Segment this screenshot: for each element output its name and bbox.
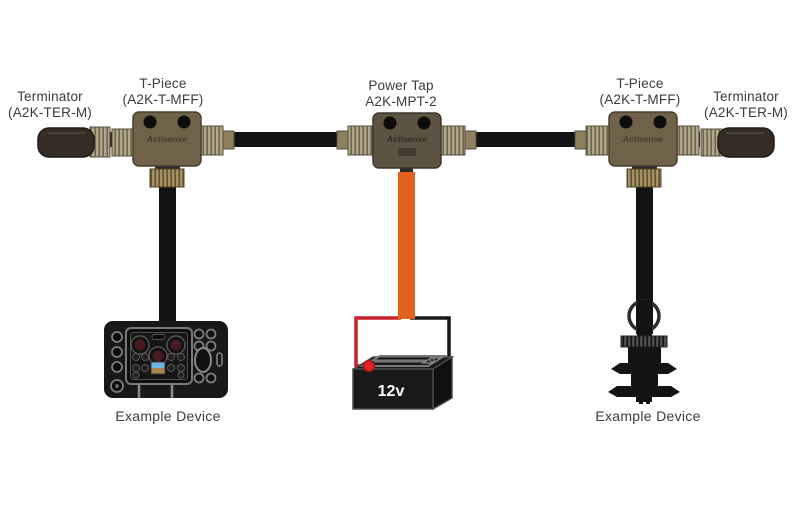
power-tap-block: Actisense	[372, 112, 442, 169]
device-button	[111, 361, 123, 373]
power-cable	[398, 165, 415, 319]
transducer-base	[608, 386, 680, 397]
mount-hole	[383, 116, 397, 130]
component-name: Terminator	[713, 89, 779, 104]
device-button	[205, 372, 217, 384]
negative-wire	[410, 316, 451, 359]
component-name: Terminator	[17, 89, 83, 104]
component-name: T-Piece	[139, 76, 187, 91]
part-number: (A2K-T-MFF)	[122, 92, 204, 107]
mount-hole	[417, 116, 431, 130]
tpiece-right-block: Actisense	[608, 111, 678, 167]
part-number: (A2K-T-MFF)	[599, 92, 681, 107]
drop-cable-right	[636, 182, 653, 334]
device-knob	[194, 347, 212, 373]
battery-12v: 12v	[351, 355, 455, 411]
label-terminator-left: Terminator (A2K-TER-M)	[8, 89, 92, 121]
component-name: Power Tap	[368, 78, 434, 93]
transducer-nut	[620, 335, 668, 348]
label-tpiece-left: T-Piece (A2K-T-MFF)	[123, 76, 204, 108]
tpiece-left-block: Actisense	[132, 111, 202, 167]
device-button	[193, 372, 205, 384]
mount-hole	[619, 115, 633, 129]
label-terminator-right: Terminator (A2K-TER-M)	[704, 89, 788, 121]
transducer-flange	[611, 363, 677, 374]
display-device	[104, 321, 228, 398]
battery-positive-terminal	[363, 360, 375, 372]
battery-negative-terminal	[420, 357, 444, 364]
device-button	[111, 346, 123, 358]
device-button	[205, 340, 217, 352]
terminator-left	[37, 127, 95, 158]
part-number: (A2K-TER-M)	[8, 105, 92, 120]
backbone-connectors	[89, 125, 723, 158]
part-number: A2K-MPT-2	[365, 94, 437, 109]
device-button	[193, 328, 205, 340]
brand-logo: Actisense	[386, 134, 427, 144]
tpiece-bottom-connectors	[149, 164, 662, 188]
terminator-right	[717, 127, 775, 158]
device-button	[111, 331, 123, 343]
battery-assembly: 12v	[351, 316, 455, 411]
part-number: (A2K-TER-M)	[704, 105, 788, 120]
transducer-device	[608, 299, 680, 404]
mount-hole	[177, 115, 191, 129]
battery-handle	[359, 355, 448, 367]
label-tpiece-right: T-Piece (A2K-T-MFF)	[600, 76, 681, 108]
drop-cable-left	[159, 182, 176, 327]
brand-logo: Actisense	[622, 134, 663, 144]
device-button	[205, 328, 217, 340]
mount-hole	[143, 115, 157, 129]
mini-display	[150, 361, 166, 375]
mount-hole	[653, 115, 667, 129]
caption-device-left: Example Device	[115, 408, 221, 424]
battery-voltage-label: 12v	[378, 383, 405, 400]
label-power-tap: Power Tap A2K-MPT-2	[365, 78, 437, 110]
caption-device-right: Example Device	[595, 408, 701, 424]
brand-logo: Actisense	[146, 134, 187, 144]
component-name: T-Piece	[616, 76, 664, 91]
